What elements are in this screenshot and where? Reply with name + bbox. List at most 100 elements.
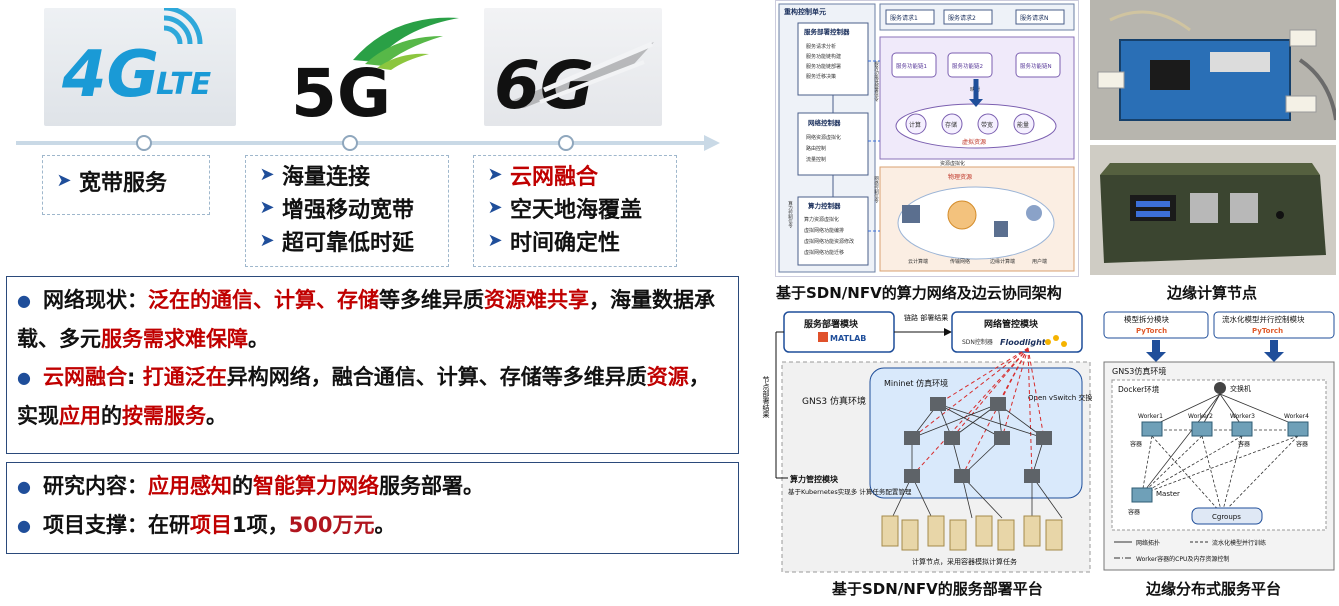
- feature-item: ➤空天地海覆盖: [474, 191, 676, 224]
- svg-text:服务功能链部署信令: 服务功能链部署信令: [874, 61, 879, 103]
- logo-4g: 4G LTE: [44, 5, 236, 126]
- svg-text:模型拆分模块: 模型拆分模块: [1124, 314, 1169, 324]
- chevron-right-icon: ➤: [487, 197, 503, 218]
- svg-text:网络资源虚拟化: 网络资源虚拟化: [806, 134, 841, 141]
- edge-platform-caption: 边缘分布式服务平台: [1146, 580, 1282, 598]
- svg-text:边缘计算端: 边缘计算端: [990, 258, 1015, 265]
- arch-title: 重构控制单元: [784, 7, 826, 16]
- svg-text:Floodlight: Floodlight: [1000, 338, 1047, 347]
- feature-item: ➤宽带服务: [43, 164, 209, 197]
- svg-text:MATLAB: MATLAB: [830, 334, 866, 343]
- svg-text:服务部署模块: 服务部署模块: [804, 318, 859, 330]
- timeline-dot-6g: [558, 135, 574, 151]
- svg-text:服务功能链构建: 服务功能链构建: [806, 53, 841, 60]
- svg-text:服务功能链N: 服务功能链N: [1020, 62, 1052, 70]
- svg-text:算力资源虚拟化: 算力资源虚拟化: [804, 216, 839, 223]
- edge-platform-diagram: 模型拆分模块 PyTorch 流水化模型并行控制模块 PyTorch GNS3仿…: [1102, 308, 1336, 574]
- sdn-platform-diagram: 服务部署模块 MATLAB 链路 部署结果 网络管控模块 SDN控制器 Floo…: [762, 308, 1099, 574]
- svg-text:流量控制: 流量控制: [806, 156, 826, 163]
- logo-5g-main: 5G: [291, 55, 391, 126]
- svg-text:PyTorch: PyTorch: [1252, 327, 1283, 335]
- logo-4g-main: 4G: [61, 38, 159, 112]
- timeline-dot-5g: [342, 135, 358, 151]
- svg-text:Worker4: Worker4: [1284, 413, 1309, 420]
- status-paragraph-2: ●云网融合: 打通泛在异构网络，融合通信、计算、存储等多维异质资源，实现应用的按…: [17, 358, 728, 435]
- arch-caption: 基于SDN/NFV的算力网络及边云协同架构: [776, 284, 1062, 302]
- svg-text:算力控制信令: 算力控制信令: [788, 200, 793, 230]
- research-support: ●项目支撑：在研项目1项，500万元。: [17, 506, 728, 545]
- svg-text:虚拟网络功能资源修改: 虚拟网络功能资源修改: [804, 238, 854, 245]
- svg-text:资源虚拟化: 资源虚拟化: [940, 160, 965, 167]
- feature-item: ➤时间确定性: [474, 224, 676, 257]
- chevron-right-icon: ➤: [259, 197, 275, 218]
- svg-text:Master: Master: [1156, 490, 1180, 498]
- svg-text:链路 部署结果: 链路 部署结果: [904, 313, 948, 322]
- svg-text:Docker环境: Docker环境: [1118, 384, 1160, 394]
- feature-item: ➤超可靠低时延: [246, 224, 448, 257]
- svg-text:交换机: 交换机: [1230, 384, 1251, 393]
- svg-text:算力控制器: 算力控制器: [807, 201, 841, 210]
- svg-text:用户端: 用户端: [1032, 258, 1047, 265]
- feature-item: ➤增强移动宽带: [246, 191, 448, 224]
- svg-text:容器: 容器: [1130, 440, 1142, 448]
- svg-text:Worker1: Worker1: [1138, 413, 1163, 420]
- status-panel: ●网络现状：泛在的通信、计算、存储等多维异质资源难共享，海量数据承载、多元服务需…: [6, 276, 739, 454]
- svg-text:Open vSwitch 交换机: Open vSwitch 交换机: [1028, 393, 1092, 402]
- svg-text:SDN控制器: SDN控制器: [962, 338, 993, 346]
- timeline-arrow: [16, 135, 720, 151]
- svg-text:虚拟网络功能迁移: 虚拟网络功能迁移: [804, 249, 844, 256]
- svg-text:Worker2: Worker2: [1188, 413, 1213, 420]
- svg-text:节点部署结果: 节点部署结果: [762, 376, 770, 419]
- platform-caption: 基于SDN/NFV的服务部署平台: [832, 580, 1043, 598]
- svg-text:Worker容器的CPU及内存资源控制: Worker容器的CPU及内存资源控制: [1136, 555, 1229, 563]
- features-5g: ➤海量连接 ➤增强移动宽带 ➤超可靠低时延: [245, 155, 449, 267]
- svg-text:能量: 能量: [1017, 121, 1029, 129]
- feature-item: ➤海量连接: [246, 158, 448, 191]
- svg-text:GNS3 仿真环境: GNS3 仿真环境: [802, 395, 866, 407]
- svg-text:计算节点，采用容器模拟计算任务: 计算节点，采用容器模拟计算任务: [912, 557, 1017, 566]
- feature-item: ➤云网融合: [474, 158, 676, 191]
- timeline-dot-4g: [136, 135, 152, 151]
- edge-box-photo: [1090, 145, 1336, 275]
- svg-text:路由控制: 路由控制: [806, 145, 826, 152]
- svg-text:存储: 存储: [945, 121, 957, 129]
- svg-text:服务请求1: 服务请求1: [890, 14, 918, 22]
- bullet-icon: ●: [17, 477, 31, 496]
- bullet-icon: ●: [17, 291, 31, 310]
- svg-text:带宽: 带宽: [981, 121, 993, 129]
- svg-text:网络管控模块: 网络管控模块: [984, 318, 1039, 330]
- svg-text:服务功能链2: 服务功能链2: [952, 62, 983, 70]
- svg-text:算力管控模块: 算力管控模块: [790, 474, 839, 484]
- logo-6g: 6G: [484, 8, 662, 126]
- svg-text:PyTorch: PyTorch: [1136, 327, 1167, 335]
- svg-text:Worker3: Worker3: [1230, 413, 1255, 420]
- research-content: ●研究内容：应用感知的智能算力网络服务部署。: [17, 467, 728, 506]
- svg-text:虚拟网络功能编排: 虚拟网络功能编排: [804, 227, 844, 234]
- svg-text:Mininet 仿真环境: Mininet 仿真环境: [884, 378, 948, 388]
- svg-text:服务请求2: 服务请求2: [948, 14, 976, 22]
- logo-4g-sub: LTE: [156, 67, 212, 102]
- svg-text:网络拓扑: 网络拓扑: [1136, 539, 1160, 547]
- chevron-right-icon: ➤: [487, 230, 503, 251]
- svg-text:基于Kubernetes实现多 计算任务配置管理: 基于Kubernetes实现多 计算任务配置管理: [788, 487, 912, 496]
- svg-text:容器: 容器: [1128, 508, 1140, 516]
- features-6g: ➤云网融合 ➤空天地海覆盖 ➤时间确定性: [473, 155, 677, 267]
- svg-text:虚拟资源: 虚拟资源: [962, 138, 986, 146]
- features-4g: ➤宽带服务: [42, 155, 210, 215]
- bullet-icon: ●: [17, 516, 31, 535]
- logo-5g: 5G: [283, 8, 459, 132]
- edge-board-photo: [1090, 0, 1336, 140]
- research-panel: ●研究内容：应用感知的智能算力网络服务部署。 ●项目支撑：在研项目1项，500万…: [6, 462, 739, 554]
- svg-text:服务功能链1: 服务功能链1: [896, 62, 927, 70]
- svg-text:计算: 计算: [909, 121, 921, 129]
- svg-text:服务功能链部署: 服务功能链部署: [806, 63, 841, 70]
- svg-text:云计算端: 云计算端: [908, 258, 928, 265]
- svg-text:服务迁移决策: 服务迁移决策: [806, 73, 836, 80]
- svg-text:物理资源: 物理资源: [948, 173, 972, 181]
- chevron-right-icon: ➤: [259, 230, 275, 251]
- edge-node-caption: 边缘计算节点: [1167, 284, 1258, 302]
- svg-text:网络控制信令: 网络控制信令: [874, 176, 879, 205]
- architecture-diagram: 重构控制单元 服务部署控制器 服务请求分析 服务功能链构建 服务功能链部署 服务…: [775, 0, 1079, 277]
- svg-text:服务请求分析: 服务请求分析: [806, 43, 836, 50]
- svg-text:流水化模型并行训练: 流水化模型并行训练: [1212, 539, 1266, 547]
